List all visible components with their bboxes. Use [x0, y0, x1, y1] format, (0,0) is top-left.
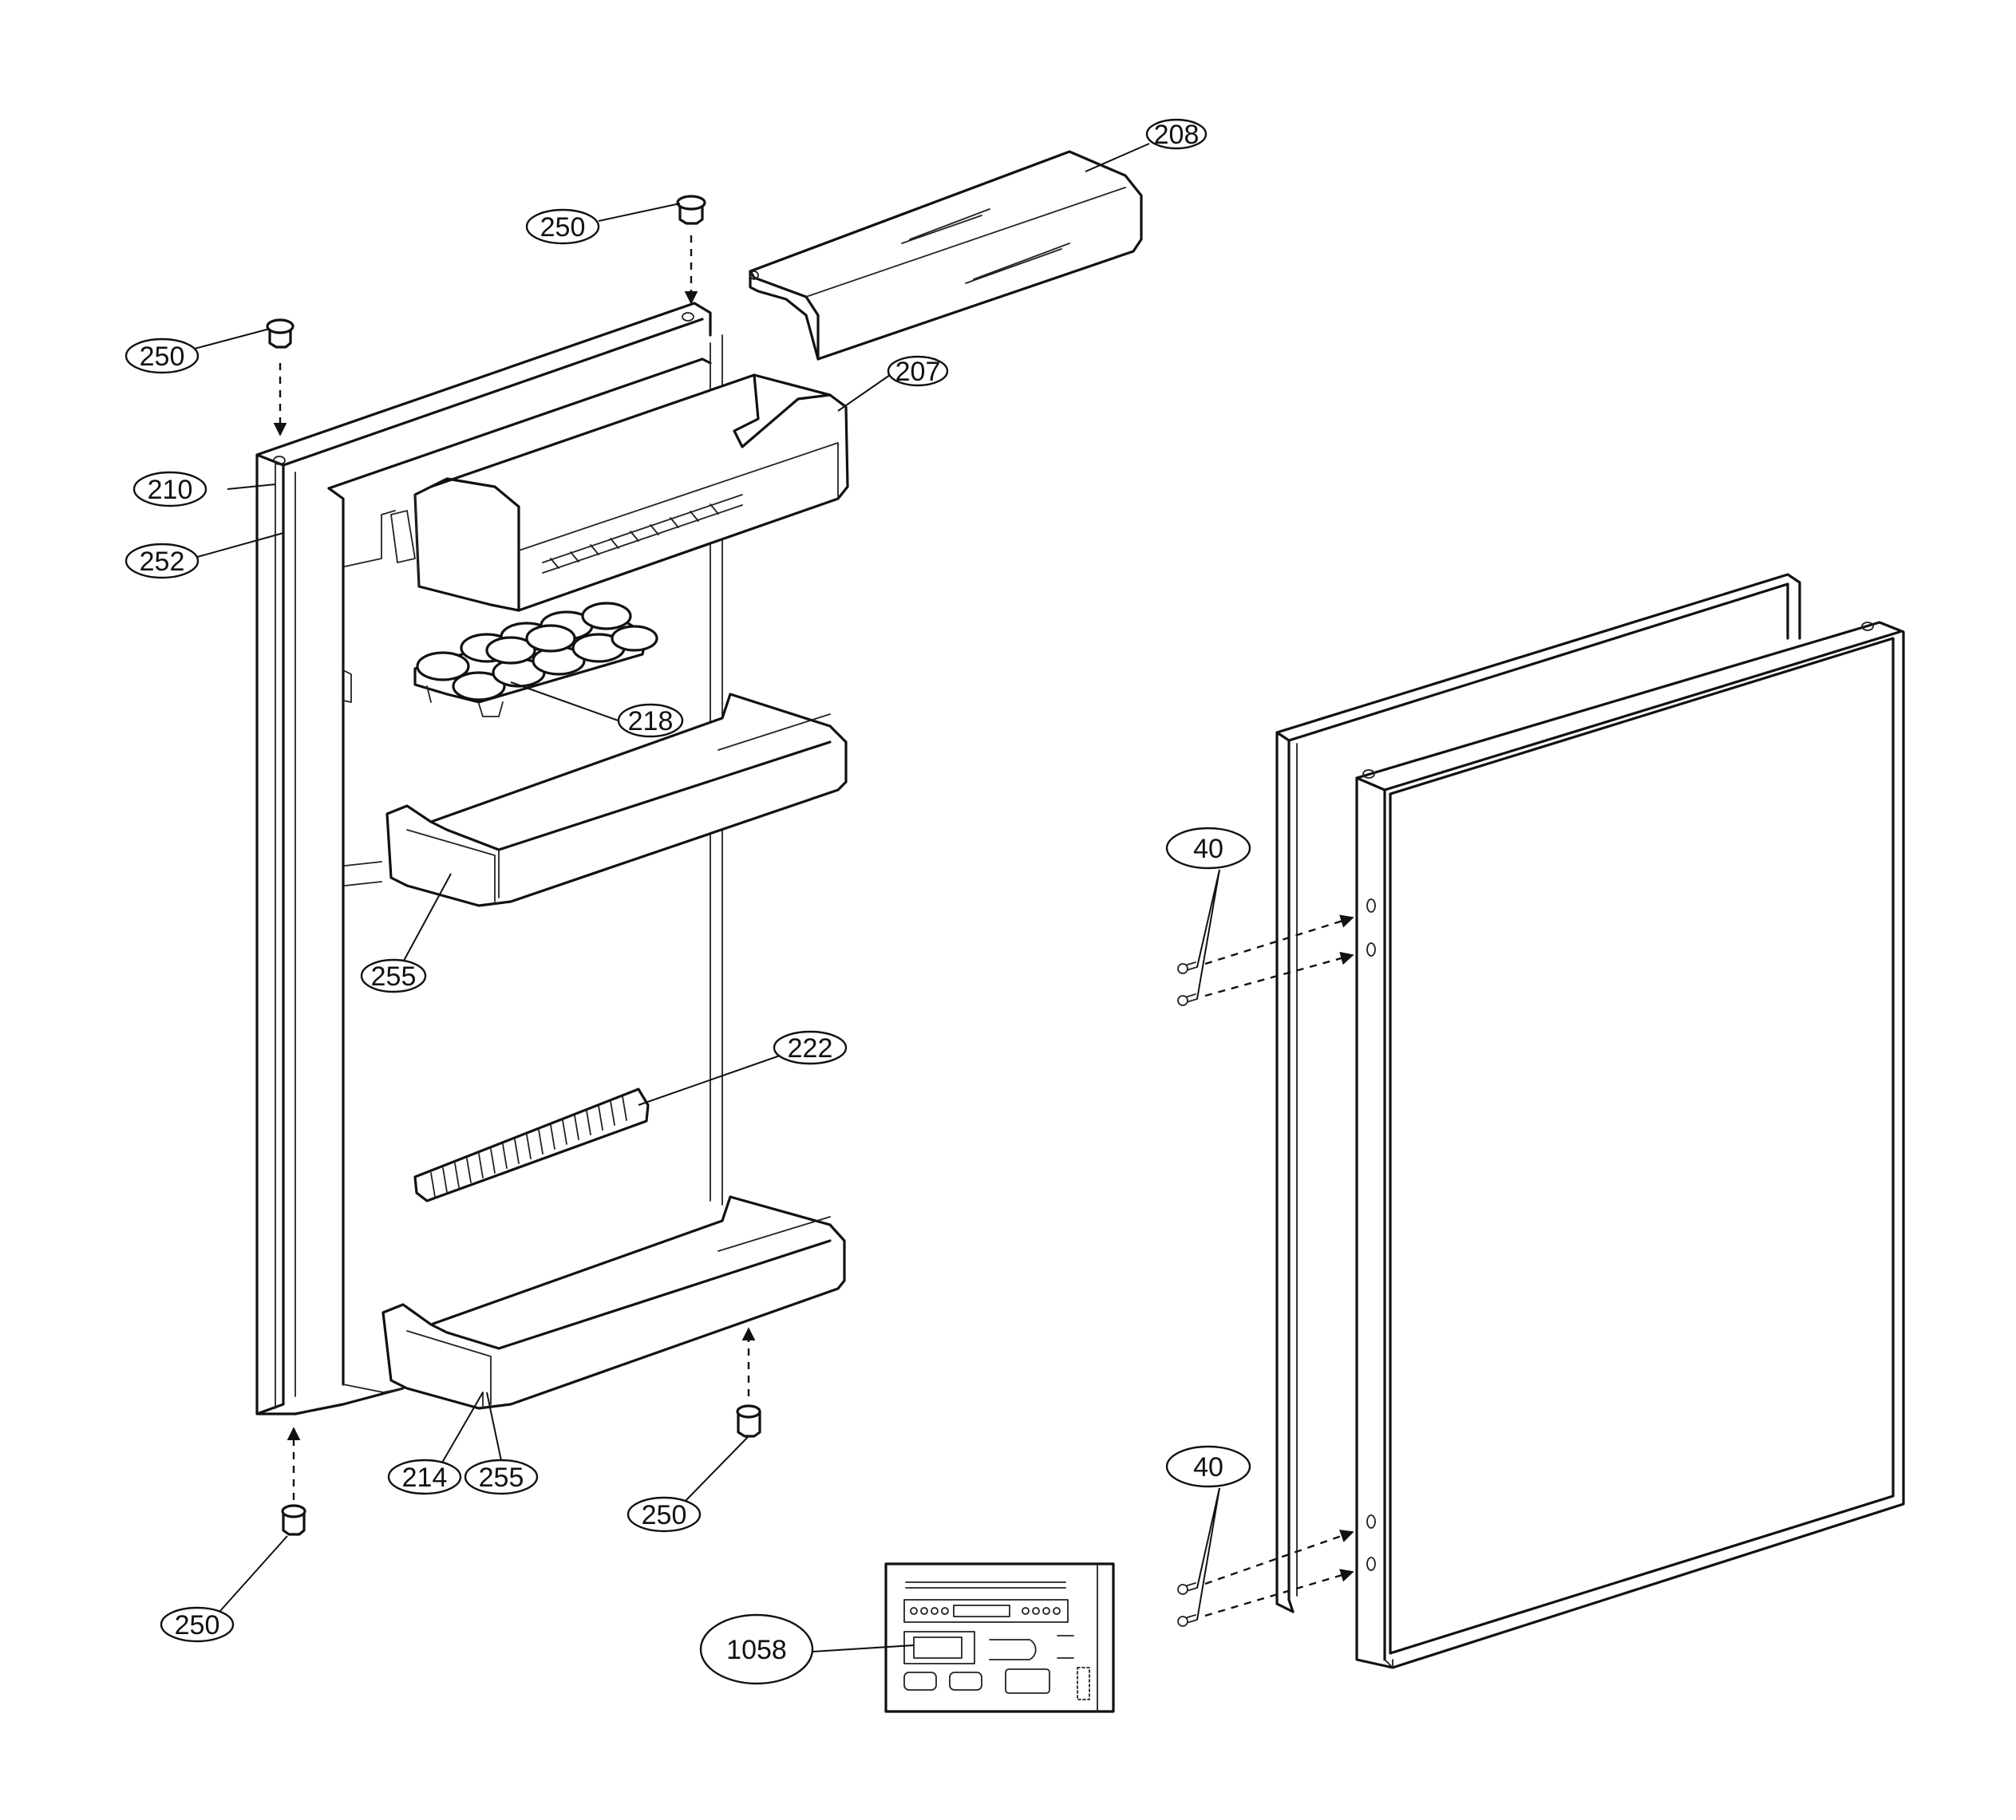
hinge-cap-left [266, 318, 294, 349]
hinge-cap-top [676, 195, 706, 225]
callout-252: 252 [125, 543, 200, 579]
svg-text:250: 250 [540, 212, 586, 243]
door-liner [255, 302, 723, 1415]
svg-text:250: 250 [642, 1500, 687, 1530]
svg-text:250: 250 [140, 341, 185, 372]
svg-text:255: 255 [371, 961, 417, 992]
svg-text:210: 210 [148, 475, 193, 505]
callout-250-bottom-mid: 250 [627, 1496, 702, 1533]
callout-250-left: 250 [125, 338, 200, 374]
svg-text:207: 207 [895, 357, 941, 387]
hinge-cap-bottom-left [281, 1504, 306, 1536]
callout-250-top: 250 [525, 208, 600, 245]
svg-text:222: 222 [788, 1033, 833, 1064]
callout-222: 222 [773, 1030, 848, 1065]
callout-40-bottom: 40 [1165, 1445, 1251, 1488]
callout-214: 214 [387, 1459, 462, 1495]
callout-1058: 1058 [699, 1613, 814, 1685]
leader-lines [191, 143, 1220, 1652]
egg-tray [413, 602, 658, 717]
callout-40-top: 40 [1165, 827, 1251, 870]
screws-bottom [1177, 1530, 1354, 1627]
callout-207: 207 [887, 355, 949, 387]
svg-text:40: 40 [1193, 1452, 1223, 1482]
bottom-door-shelf [381, 1195, 846, 1410]
callout-250-bottom-left: 250 [160, 1606, 235, 1643]
svg-text:218: 218 [628, 706, 674, 736]
svg-text:250: 250 [175, 1610, 220, 1640]
callout-208: 208 [1145, 118, 1208, 150]
callout-210: 210 [132, 471, 208, 507]
callout-255-bottom: 255 [464, 1459, 539, 1495]
bottle-rack [413, 1088, 650, 1202]
door-gasket [1275, 573, 1801, 1613]
screws-top [1177, 914, 1354, 1006]
svg-text:252: 252 [140, 547, 185, 577]
svg-text:208: 208 [1154, 120, 1200, 150]
svg-text:214: 214 [402, 1463, 448, 1493]
middle-door-shelf [385, 693, 848, 907]
hinge-cap-bottom-right [736, 1404, 761, 1438]
svg-text:1058: 1058 [726, 1635, 787, 1665]
svg-text:40: 40 [1193, 834, 1223, 864]
top-door-shelf [390, 373, 849, 612]
callout-255-mid: 255 [360, 958, 427, 993]
outer-door-panel [1355, 621, 1905, 1669]
door-trim-cover [749, 150, 1143, 361]
callout-218: 218 [617, 703, 684, 738]
accessory-kit-card [884, 1562, 1115, 1713]
svg-text:255: 255 [479, 1463, 524, 1493]
